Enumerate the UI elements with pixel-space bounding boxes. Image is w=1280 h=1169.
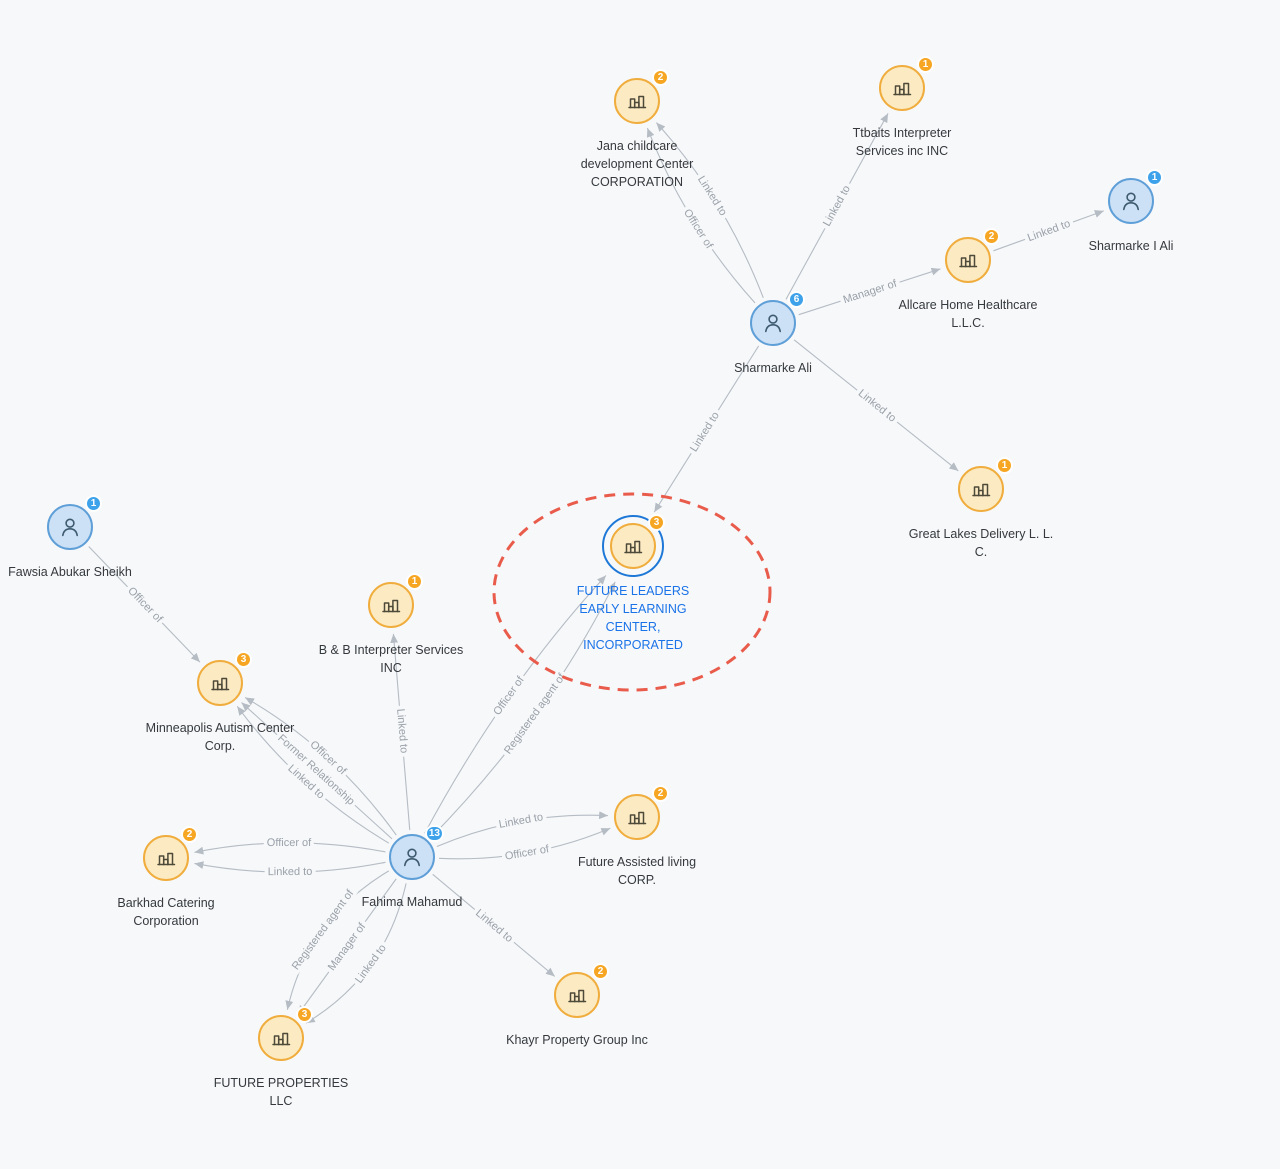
person-icon [404,848,420,867]
company-node-circle[interactable] [614,78,660,124]
edge-fahima-mahamud--khayr-property [432,873,556,977]
count-badge: 2 [592,963,609,980]
edge-sharmarke-ali--great-lakes-delivery [793,339,959,472]
count-badge: 2 [652,69,669,86]
person-icon [1123,192,1139,211]
person-node-circle[interactable] [389,834,435,880]
edge-allcare-home-healthcare--sharmarke-i-ali [993,210,1104,252]
selection-ring [602,515,664,577]
company-icon [628,811,647,825]
node-label: Sharmarke Ali [734,361,812,375]
company-icon [157,852,176,866]
count-badge: 1 [1146,169,1163,186]
node-label: Great Lakes Delivery L. L.C. [908,527,1054,559]
person-icon [62,518,78,537]
count-badge: 3 [648,514,665,531]
count-badge: 13 [424,825,444,842]
person-node-circle[interactable] [1108,178,1154,224]
company-icon [382,599,401,613]
count-badge: 2 [652,785,669,802]
company-icon [568,989,587,1003]
company-node-circle[interactable] [614,794,660,840]
count-badge: 2 [181,826,198,843]
company-node-circle[interactable] [879,65,925,111]
count-badge: 6 [788,291,805,308]
count-badge: 3 [296,1006,313,1023]
person-icon [765,314,781,333]
company-node-circle[interactable] [945,237,991,283]
company-icon [624,540,643,554]
count-badge: 3 [235,651,252,668]
company-icon [628,95,647,109]
company-icon [959,254,978,268]
node-label: Sharmarke I Ali [1088,239,1174,253]
node-label: Khayr Property Group Inc [506,1033,648,1047]
company-node-circle[interactable] [554,972,600,1018]
edge-fahima-mahamud--future-properties [285,870,390,1010]
count-badge: 1 [996,457,1013,474]
company-node-circle[interactable] [368,582,414,628]
company-icon [272,1032,291,1046]
person-node-circle[interactable] [750,300,796,346]
company-node-circle[interactable] [610,523,656,569]
edge-fahima-mahamud--barkhad-catering [194,861,386,873]
node-label: Fawsia Abukar Sheikh [8,565,132,579]
company-node-circle[interactable] [258,1015,304,1061]
company-icon [972,483,991,497]
count-badge: 1 [406,573,423,590]
company-icon [893,82,912,96]
count-badge: 1 [917,56,934,73]
company-node-circle[interactable] [958,466,1004,512]
count-badge: 2 [983,228,1000,245]
company-icon [211,677,230,691]
company-node-circle[interactable] [143,835,189,881]
count-badge: 1 [85,495,102,512]
person-node-circle[interactable] [47,504,93,550]
edge-fahima-mahamud--barkhad-catering [194,842,386,855]
company-node-circle[interactable] [197,660,243,706]
edge-fahima-mahamud--future-assisted-living [436,811,609,848]
node-label: Fahima Mahamud [361,895,463,909]
